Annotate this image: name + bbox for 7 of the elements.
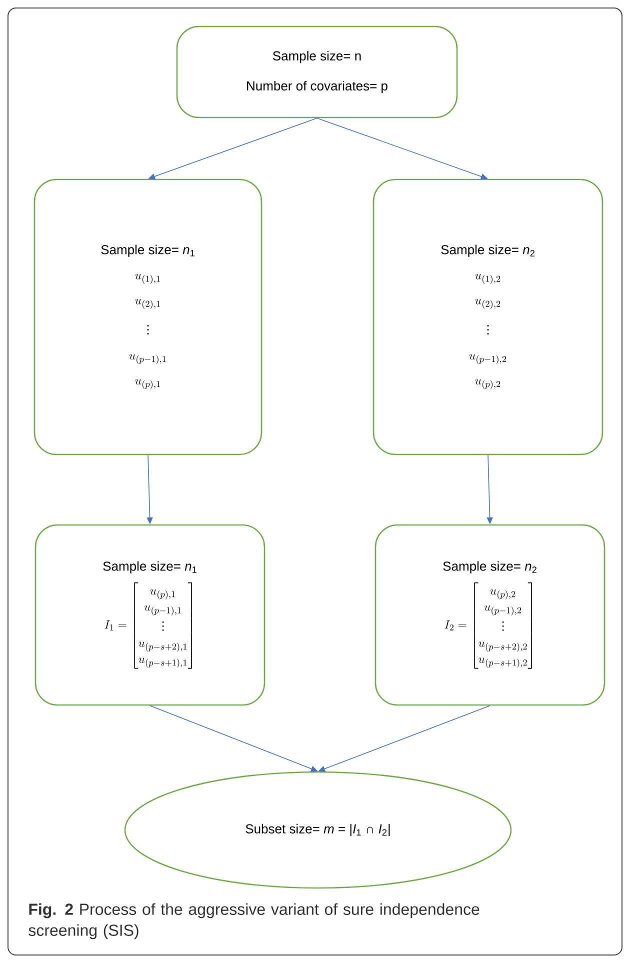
caption: Fig. 2 Process of the aggressive variant of sure independence screening (SIS) <box>28 903 480 940</box>
process-box: Sample size= n Number of covariates= p <box>176 26 458 118</box>
process-box: Sample size= n$_{2}$ $u_{(1),2}$ $u_{(2),2}$ $\vdots$ $u_{(p-1),2}$ $u_{(p),2}$ <box>372 178 604 456</box>
process-box: Sample size= n$_{1}$ $u_{(1),1}$ $u_{(2),1}$ $\vdots$ $u_{(p-1),1}$ $u_{(p),1}$ <box>34 178 262 456</box>
process-box: Sample size= n$_{2}$ $I_2 = \begin{bmatrix} u_{(p),2} \\ u_{(p-1),2} \\ \vdots \\ u_{(p-s+2),2} \\ u_{(p-s+1),2} \end{bmatrix}$ <box>374 524 606 706</box>
ellipse-node: Subset size= m = |I$_{1}$ ∩ I$_{2}$| <box>124 771 512 889</box>
process-box: Sample size= n$_{1}$ $I_1 = \begin{bmatrix} u_{(p),1} \\ u_{(p-1),1} \\ \vdots \\ u_{(p-s+2),1} \\ u_{(p-s+1),1} \end{bmatrix}$ <box>34 524 266 706</box>
